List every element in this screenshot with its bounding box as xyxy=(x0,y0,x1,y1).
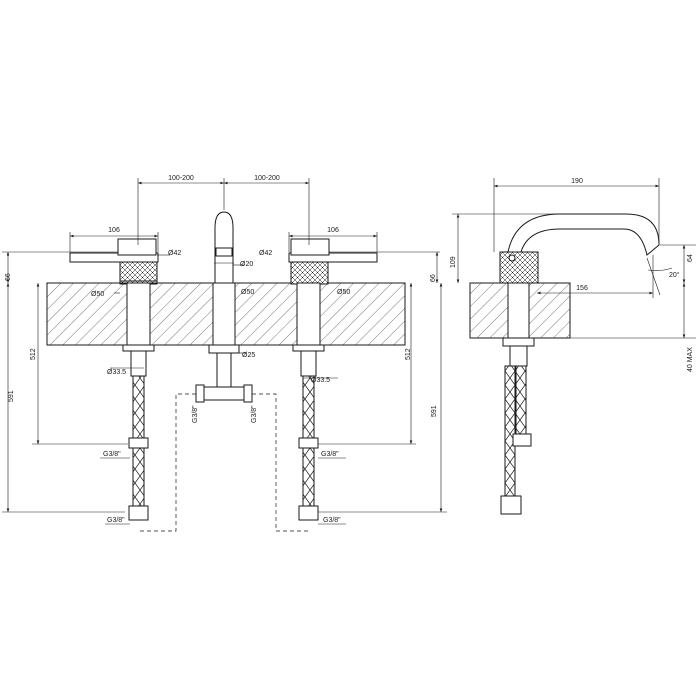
dim-side-spout-height: 64 xyxy=(687,254,694,262)
dim-hose-len-left: 512 xyxy=(30,348,37,360)
aerator xyxy=(215,247,233,257)
thread-right-upper: G3/8" xyxy=(321,451,339,458)
spout-shank xyxy=(212,282,236,346)
side-nut xyxy=(502,337,535,347)
dim-height-left: 66 xyxy=(5,273,12,281)
thread-tee-left: G3/8" xyxy=(192,405,199,423)
left-hose xyxy=(132,375,145,439)
side-hose-2 xyxy=(515,365,527,435)
side-hose-1 xyxy=(504,365,516,497)
dim-body-dia-left: Ø42 xyxy=(168,250,181,257)
dim-side-spout-angle: 20° xyxy=(669,271,680,279)
center-spout xyxy=(195,211,253,403)
dim-levers: 106 106 xyxy=(69,227,378,252)
spout-nut xyxy=(208,344,240,354)
left-hose-lower xyxy=(132,447,145,507)
thread-right-lower: G3/8" xyxy=(323,517,341,524)
side-lever-hole xyxy=(508,254,516,262)
spout-tee-left-cap xyxy=(195,384,205,403)
side-fitting-bottom xyxy=(500,495,522,515)
dim-total-len-right: 591 xyxy=(431,405,438,417)
dim-spout-dia: Ø20 xyxy=(240,261,253,268)
left-fitting-lower xyxy=(128,505,149,521)
dim-total-len-left: 591 xyxy=(8,390,15,402)
thread-left-upper: G3/8" xyxy=(103,451,121,458)
dim-shank-dia-left: Ø33.5 xyxy=(107,369,126,376)
right-fitting-upper xyxy=(298,437,319,449)
dim-height-right: 66 xyxy=(430,274,437,282)
dim-shank-dia-center: Ø25 xyxy=(242,352,255,359)
dim-hose-len-right: 512 xyxy=(405,348,412,360)
side-fitting-mid xyxy=(512,433,532,447)
left-shank xyxy=(126,282,151,346)
right-fitting-lower xyxy=(298,505,319,521)
right-knurled-body xyxy=(290,261,329,285)
spout-tee-stem xyxy=(216,352,232,388)
dim-side-height: 109 xyxy=(450,256,457,268)
left-lever xyxy=(69,252,159,263)
right-shank xyxy=(296,282,321,346)
right-handle xyxy=(288,238,378,521)
dim-diameters: Ø42 Ø20 Ø42 Ø50 Ø50 Ø50 Ø25 Ø33.5 Ø33.5 xyxy=(91,250,350,384)
dim-side-spout-reach: 156 xyxy=(576,285,588,292)
dim-lever-right: 106 xyxy=(327,227,339,234)
right-hose xyxy=(302,375,315,439)
right-hose-lower xyxy=(302,447,315,507)
left-valve xyxy=(130,350,147,377)
dim-spread-right: 100-200 xyxy=(254,175,280,182)
spout-tee-right-cap xyxy=(243,384,253,403)
dim-base-dia-center: Ø50 xyxy=(241,289,254,296)
side-view: 190 109 156 20° 64 40 MAX xyxy=(450,178,696,515)
dim-base-dia-left: Ø50 xyxy=(91,291,104,298)
dim-lever-left: 106 xyxy=(108,227,120,234)
dim-side-max-thickness: 40 MAX xyxy=(687,347,694,372)
side-spout-arc xyxy=(507,213,660,256)
right-lever-cap xyxy=(290,238,330,256)
dim-side-reach: 190 xyxy=(571,178,583,185)
right-valve xyxy=(300,350,317,377)
left-fitting-upper xyxy=(128,437,149,449)
side-shank xyxy=(507,282,530,339)
dim-shank-dia-right: Ø33.5 xyxy=(311,377,330,384)
dim-spread-left: 100-200 xyxy=(168,175,194,182)
left-lever-cap xyxy=(117,238,157,256)
right-nut xyxy=(292,344,325,352)
dim-base-dia-right: Ø50 xyxy=(337,289,350,296)
thread-left-lower: G3/8" xyxy=(107,517,125,524)
thread-tee-right: G3/8" xyxy=(251,405,258,423)
dashed-connections xyxy=(138,393,310,532)
side-knurled-body xyxy=(499,251,539,284)
spout-tee xyxy=(202,386,246,401)
left-handle xyxy=(69,238,159,521)
side-valve xyxy=(509,345,528,367)
right-lever xyxy=(288,252,378,263)
front-view: 100-200 100-200 106 106 Ø42 Ø20 Ø42 Ø50 … xyxy=(2,175,447,532)
dim-heights: 66 66 xyxy=(2,251,440,283)
dim-right-handle-dia: Ø42 xyxy=(259,250,272,257)
left-nut xyxy=(122,344,155,352)
thread-labels: G3/8" G3/8" G3/8" G3/8" G3/8" G3/8" xyxy=(100,405,346,525)
dim-spread: 100-200 100-200 xyxy=(137,175,310,245)
dim-hose-lengths: 591 512 512 591 xyxy=(2,283,447,513)
